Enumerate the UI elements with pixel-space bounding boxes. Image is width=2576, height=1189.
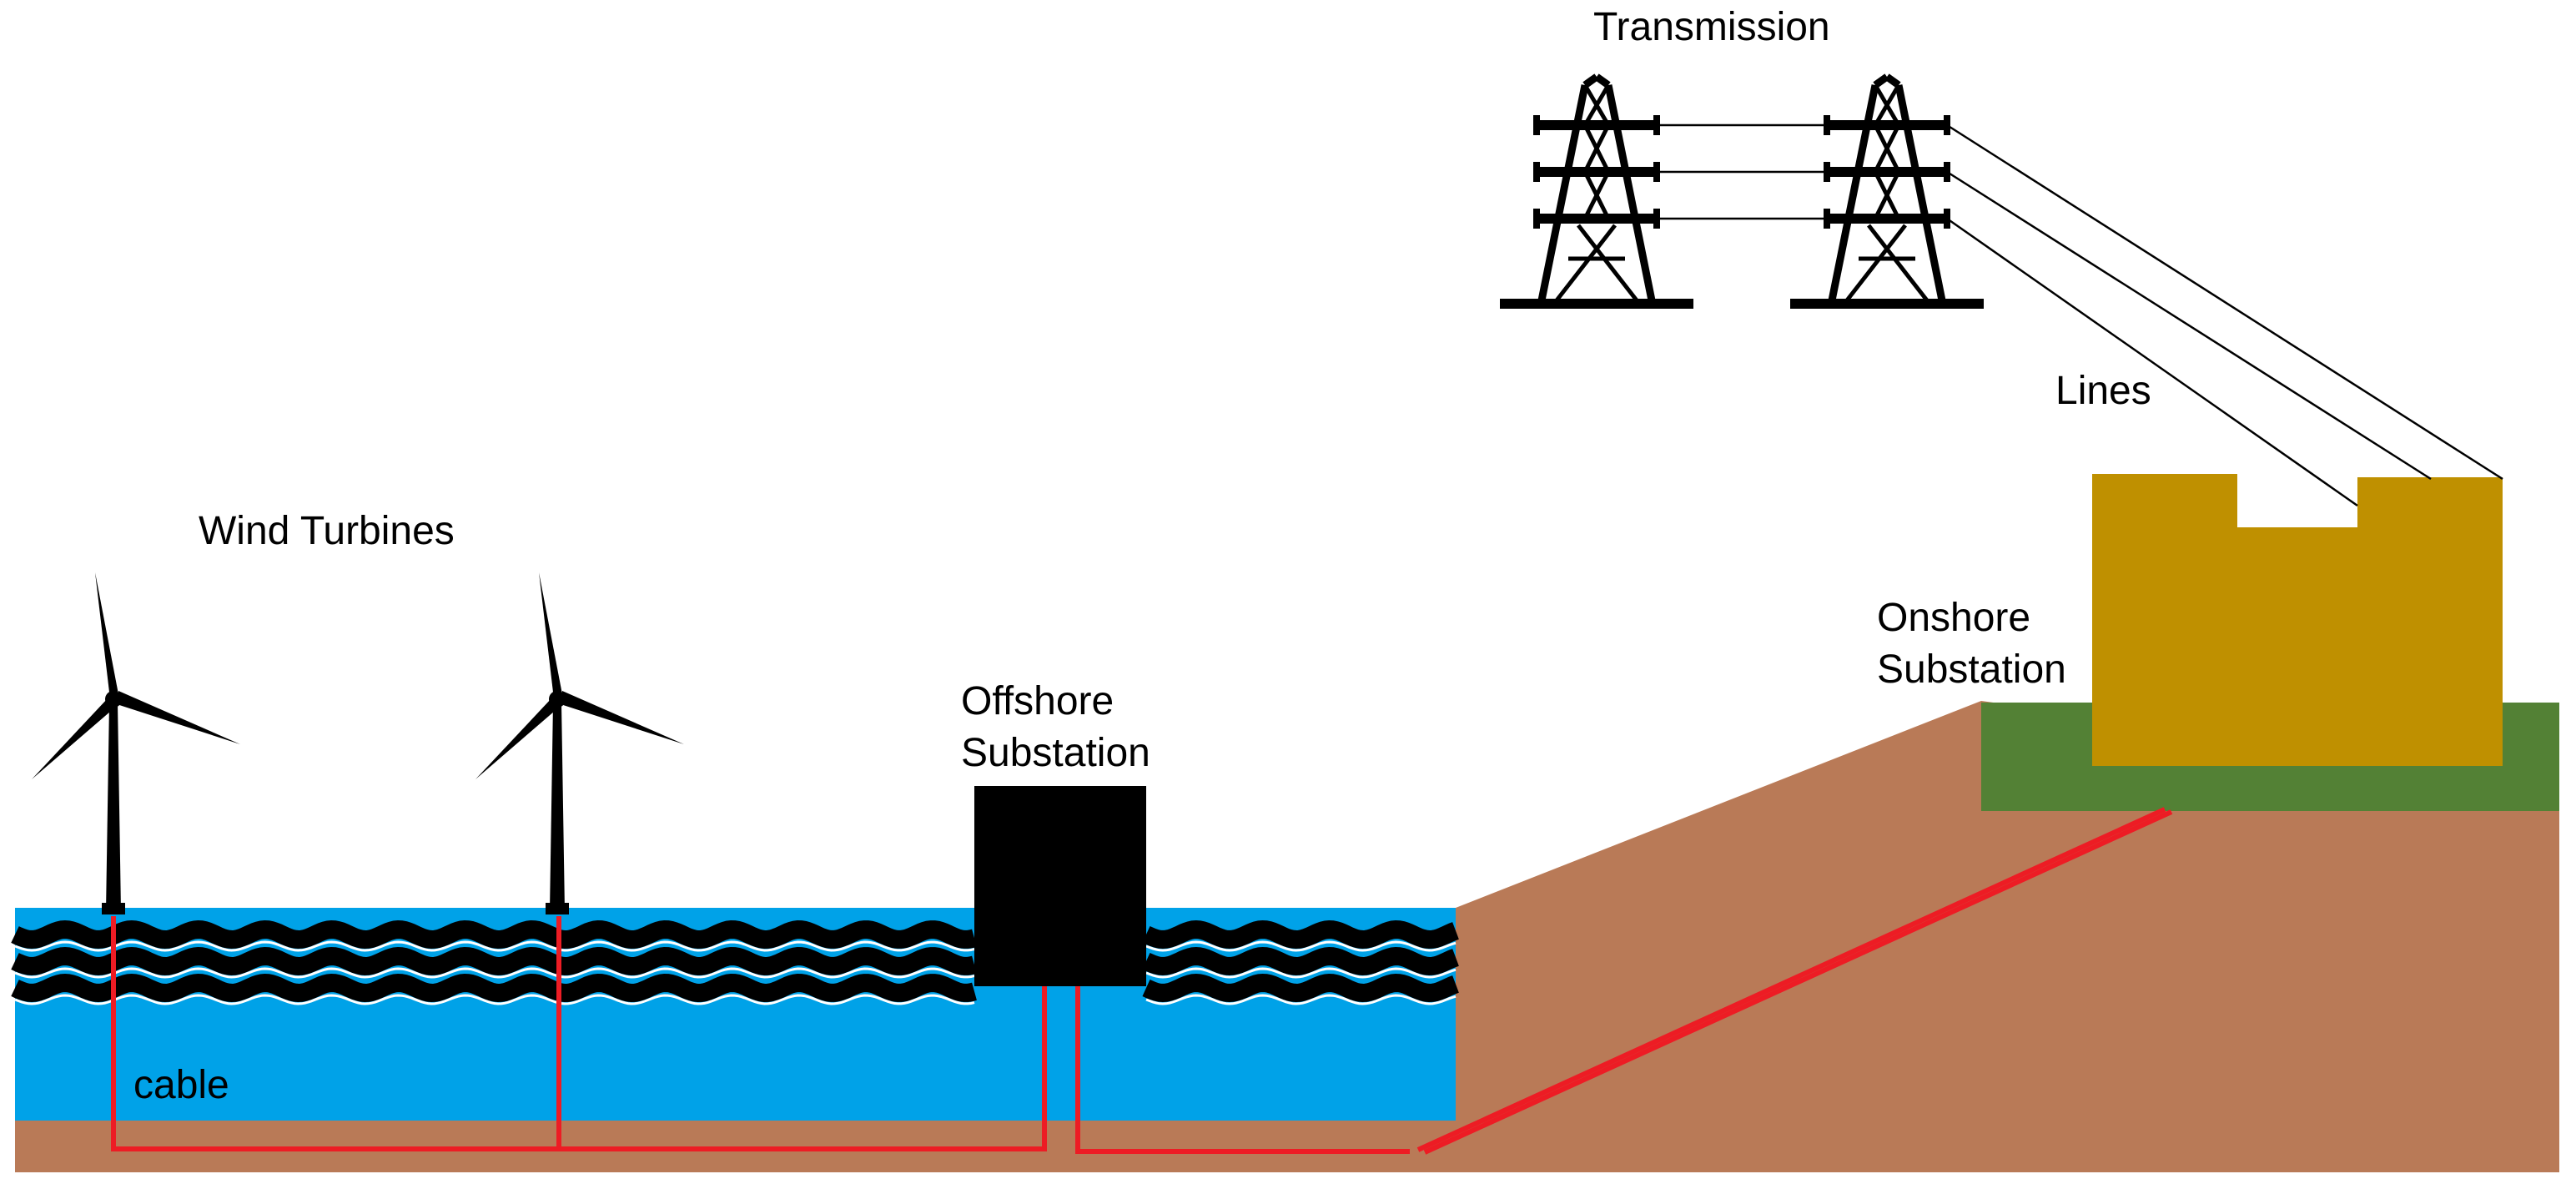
wave-crest — [1145, 994, 1457, 1005]
wave-band — [1142, 946, 1459, 976]
label-transmission: Transmission — [1593, 5, 1830, 49]
label-offshore-substation-2: Substation — [961, 731, 1150, 775]
tower-part — [1537, 84, 1589, 301]
tower-part — [1873, 73, 1889, 88]
cable-export — [1075, 986, 1410, 1154]
land-slope — [1456, 701, 2559, 1172]
tower-part — [1594, 73, 1611, 88]
wave-crest — [14, 967, 975, 979]
tower-part — [1555, 224, 1617, 302]
label-wind-turbines: Wind Turbines — [199, 509, 455, 553]
label-onshore-substation-1: Onshore — [1877, 596, 2030, 640]
tower-part — [1873, 123, 1901, 174]
tower-part — [1604, 84, 1656, 301]
tower-part — [1790, 299, 1984, 309]
tower-part — [1582, 73, 1599, 88]
turbine-part — [106, 703, 121, 911]
wave-crest — [14, 994, 975, 1005]
label-onshore-substation-2: Substation — [1877, 647, 2066, 692]
tower-part — [1500, 299, 1693, 309]
wave-crest — [1145, 967, 1457, 979]
sea-waves — [11, 919, 1459, 1005]
tower-part — [1873, 170, 1901, 220]
turbine-part — [475, 698, 561, 779]
tower-part — [1845, 224, 1907, 302]
turbine-part — [95, 572, 118, 699]
wave-band — [11, 946, 977, 976]
wave-band — [11, 973, 977, 1003]
wave-crest — [1145, 940, 1457, 952]
tower-part — [1582, 170, 1611, 220]
tower-part — [1884, 73, 1901, 88]
turbine-part — [549, 691, 566, 708]
tower-part — [1873, 83, 1901, 127]
label-cable: cable — [133, 1063, 229, 1107]
tower-part — [1828, 84, 1879, 301]
tower-part — [1533, 115, 1540, 135]
wave-band — [1142, 919, 1459, 950]
label-lines: Lines — [2055, 369, 2151, 413]
subsea-cables — [111, 807, 2173, 1155]
turbine-part — [546, 903, 569, 914]
offshore-substation-platform — [974, 786, 1146, 986]
turbine-part — [102, 903, 125, 914]
tower-part — [1582, 83, 1611, 127]
tower-part — [1867, 224, 1929, 302]
transmission-tower-icon — [1790, 73, 1984, 309]
turbine-part — [105, 691, 122, 708]
cable-turbine-1 — [111, 916, 1047, 1151]
wind-turbine-icon — [475, 572, 684, 914]
wave-band — [11, 919, 977, 950]
tower-part — [1894, 84, 1946, 301]
turbine-part — [561, 691, 684, 744]
turbine-part — [550, 703, 565, 911]
tower-part — [1582, 123, 1611, 174]
cable-export-onshore-a — [1416, 807, 2166, 1152]
tower-part — [1577, 224, 1638, 302]
turbine-part — [117, 691, 240, 744]
wave-band — [1142, 973, 1459, 1003]
transmission-tower-icon — [1500, 73, 1693, 309]
turbine-part — [32, 698, 117, 779]
wind-turbine-icon — [32, 572, 240, 914]
label-offshore-substation-1: Offshore — [961, 679, 1114, 723]
onshore-substation-building — [2092, 474, 2503, 766]
tower-part — [1533, 209, 1540, 229]
wave-crest — [14, 940, 975, 952]
transmission-lines — [1657, 123, 2503, 507]
turbine-part — [539, 572, 562, 699]
cable-export-onshore-b — [1423, 809, 2173, 1155]
tower-part — [1533, 162, 1540, 182]
